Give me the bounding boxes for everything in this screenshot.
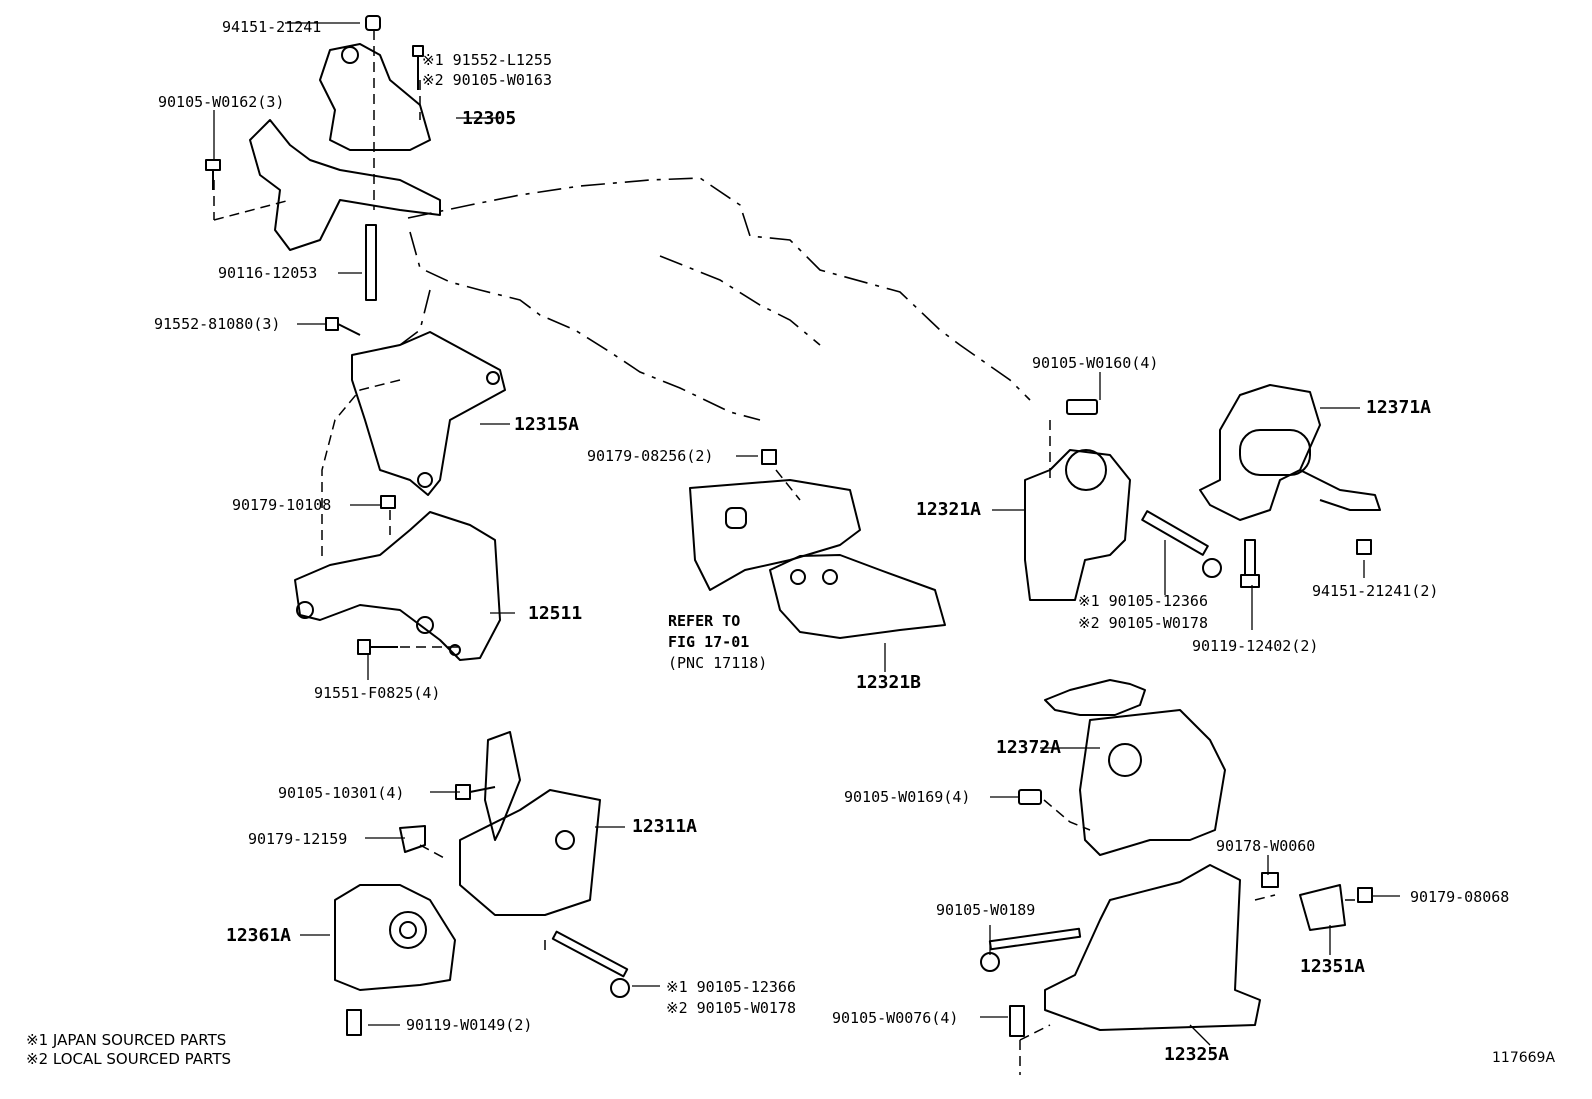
note-2-text: LOCAL SOURCED PARTS xyxy=(52,1050,232,1068)
label-90105-w0178-bottom: ※2 90105-W0178 xyxy=(666,999,796,1017)
note-2-marker: ※2 xyxy=(26,1050,49,1068)
label-12315a: 12315A xyxy=(514,414,580,435)
label-90119-12402: 90119-12402(2) xyxy=(1192,637,1319,655)
note-1-text: JAPAN SOURCED PARTS xyxy=(52,1031,227,1049)
label-91552-81080: 91552-81080(3) xyxy=(154,315,281,333)
label-90105-w0169: 90105-W0169(4) xyxy=(844,788,971,806)
label-94151-21241: 94151-21241 xyxy=(222,18,322,36)
reference-line-2: FIG 17-01 xyxy=(668,633,750,651)
label-12372a: 12372A xyxy=(996,737,1062,758)
note-1-marker: ※1 xyxy=(26,1031,49,1049)
label-91552-l1255: ※1 91552-L1255 xyxy=(422,51,552,69)
note-2: ※2 LOCAL SOURCED PARTS xyxy=(26,1050,231,1068)
label-90105-12366-bottom: ※1 90105-12366 xyxy=(666,978,796,996)
reference-line-1: REFER TO xyxy=(668,612,741,630)
label-90119-w0149: 90119-W0149(2) xyxy=(406,1016,533,1034)
label-91551-f0825: 91551-F0825(4) xyxy=(314,684,441,702)
label-94151-21241-2: 94151-21241(2) xyxy=(1312,582,1439,600)
label-12361a: 12361A xyxy=(226,925,292,946)
label-90105-12366-right: ※1 90105-12366 xyxy=(1078,592,1208,610)
label-12321a: 12321A xyxy=(916,499,982,520)
label-90105-w0076: 90105-W0076(4) xyxy=(832,1009,959,1027)
label-12371a: 12371A xyxy=(1366,397,1432,418)
label-12305: 12305 xyxy=(462,108,517,129)
label-90179-08068: 90179-08068 xyxy=(1410,888,1510,906)
label-12311a: 12311A xyxy=(632,816,698,837)
label-12325a: 12325A xyxy=(1164,1044,1230,1065)
label-90105-w0162: 90105-W0162(3) xyxy=(158,93,285,111)
label-90105-w0163: ※2 90105-W0163 xyxy=(422,71,552,89)
note-1: ※1 JAPAN SOURCED PARTS xyxy=(26,1031,226,1049)
label-90179-12159: 90179-12159 xyxy=(248,830,348,848)
label-90105-10301: 90105-10301(4) xyxy=(278,784,405,802)
reference-line-3: (PNC 17118) xyxy=(668,654,768,672)
label-12351a: 12351A xyxy=(1300,956,1366,977)
label-90105-w0189: 90105-W0189 xyxy=(936,901,1036,919)
label-12511: 12511 xyxy=(528,603,583,624)
label-12321b: 12321B xyxy=(856,672,922,693)
label-90179-10108: 90179-10108 xyxy=(232,496,332,514)
label-90179-08256: 90179-08256(2) xyxy=(587,447,714,465)
label-90105-w0178-right: ※2 90105-W0178 xyxy=(1078,614,1208,632)
figure-id: 117669A xyxy=(1492,1050,1556,1066)
label-90178-w0060: 90178-W0060 xyxy=(1216,837,1316,855)
label-90116-12053: 90116-12053 xyxy=(218,264,318,282)
label-90105-w0160: 90105-W0160(4) xyxy=(1032,354,1159,372)
